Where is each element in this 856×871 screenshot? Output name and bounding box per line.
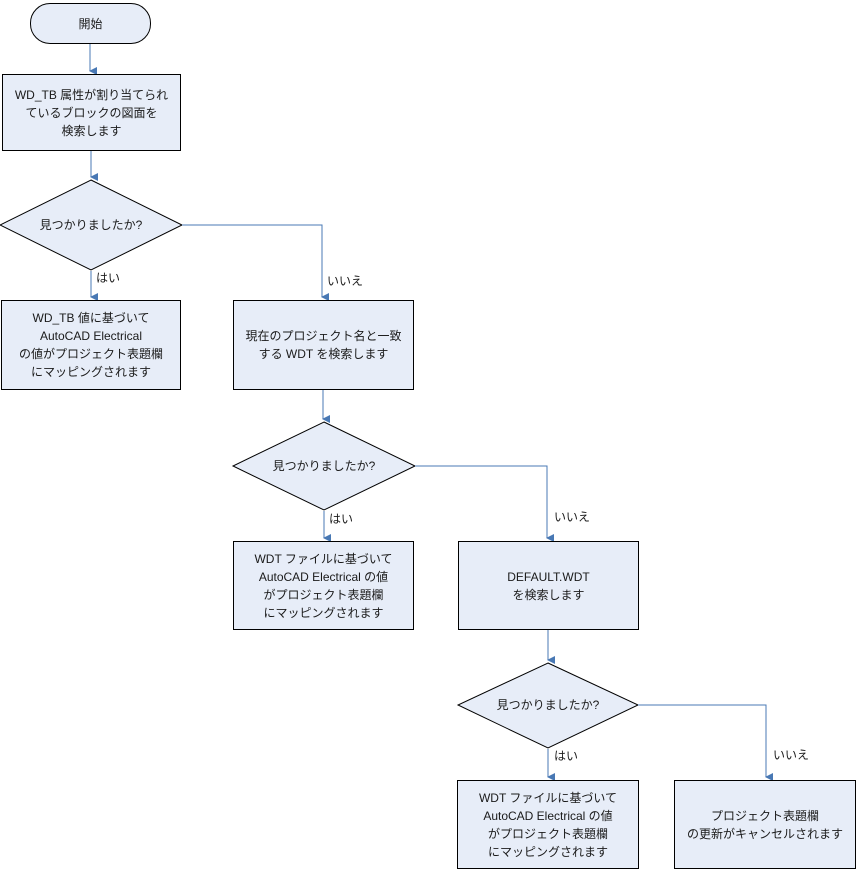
decision-label-2: 見つかりましたか? bbox=[272, 459, 376, 473]
decision-label-1: 見つかりましたか? bbox=[39, 218, 143, 232]
process-update-cancelled: プロジェクト表題欄 の更新がキャンセルされます bbox=[674, 780, 856, 869]
edge-label-yes-1: はい bbox=[96, 271, 121, 285]
process-map-wdt-file-1: WDT ファイルに基づいて AutoCAD Electrical の値 がプロジ… bbox=[233, 541, 414, 630]
decision-diamond-3 bbox=[456, 662, 640, 749]
process-search-project-wdt: 現在のプロジェクト名と一致 する WDT を検索します bbox=[233, 300, 414, 390]
decision-diamond-1 bbox=[0, 179, 184, 271]
process-map-wdtb-value: WD_TB 値に基づいて AutoCAD Electrical の値がプロジェク… bbox=[1, 300, 181, 390]
decision-label-3: 見つかりましたか? bbox=[496, 698, 600, 712]
edge-label-no-1: いいえ bbox=[327, 274, 364, 288]
start-terminator: 開始 bbox=[30, 3, 151, 44]
edge-label-yes-2: はい bbox=[329, 512, 354, 526]
process-map-wdt-file-2: WDT ファイルに基づいて AutoCAD Electrical の値 がプロジ… bbox=[457, 780, 639, 869]
process-search-default-wdt: DEFAULT.WDT を検索します bbox=[458, 541, 639, 630]
edge-label-no-2: いいえ bbox=[554, 510, 591, 524]
connector-decision3-no bbox=[638, 704, 773, 781]
edge-label-yes-3: はい bbox=[554, 749, 579, 763]
edge-label-no-3: いいえ bbox=[773, 748, 810, 762]
connector-decision1-no bbox=[182, 224, 329, 301]
connector-decision2-no bbox=[415, 465, 554, 542]
decision-diamond-2 bbox=[231, 421, 417, 511]
process-search-wdtb-block: WD_TB 属性が割り当てられ ているブロックの図面を 検索します bbox=[2, 74, 181, 151]
